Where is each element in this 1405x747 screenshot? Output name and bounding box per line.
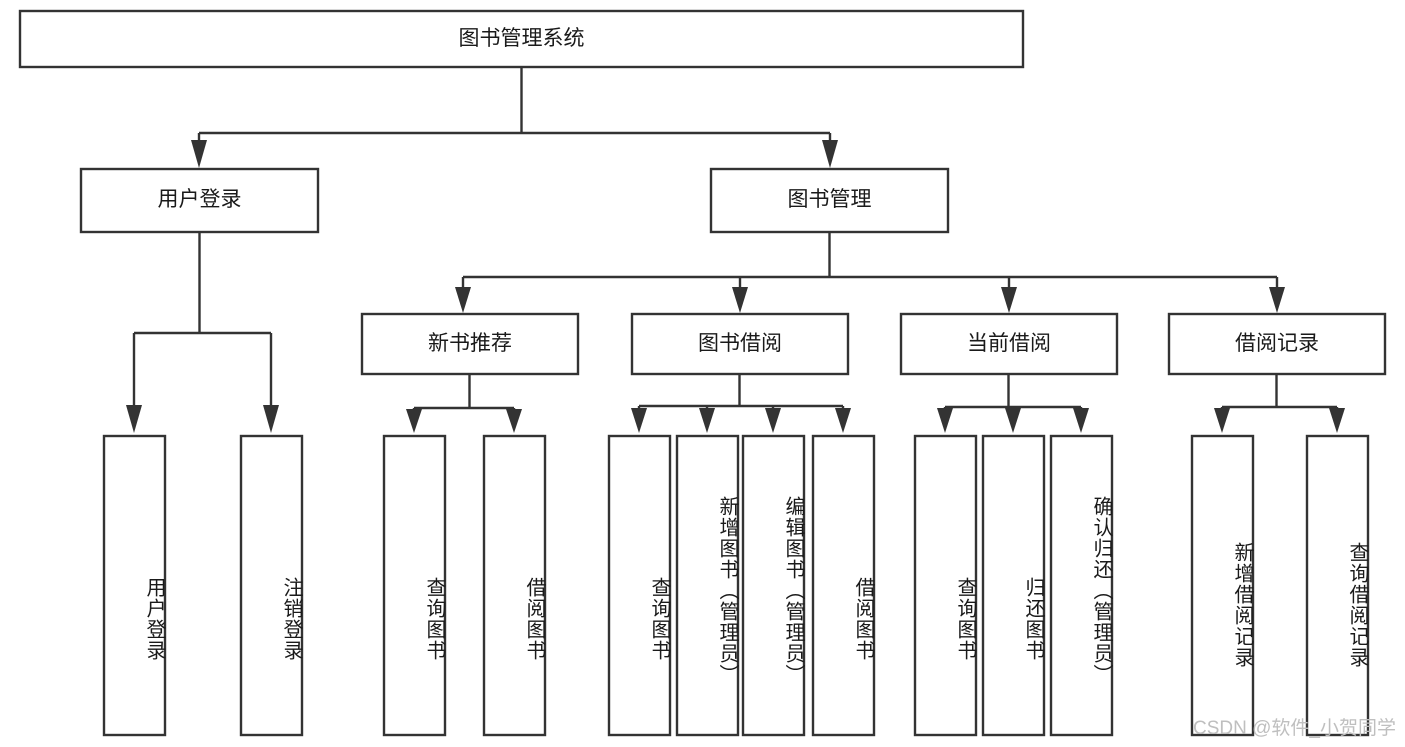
arrowhead-new-book-rec — [455, 287, 471, 313]
node-leaf-cur-return-box[interactable] — [981, 434, 1046, 737]
arrowhead-leaf-cur-return — [1005, 408, 1021, 433]
node-leaf-borrow-query-box[interactable] — [607, 434, 672, 737]
arrowhead-current-borrow — [1001, 287, 1017, 313]
node-book-mgmt-box[interactable] — [709, 167, 950, 234]
node-user-login-box[interactable] — [79, 167, 320, 234]
arrowhead-bookmgmt — [822, 140, 838, 168]
node-current-borrow-box[interactable] — [899, 312, 1119, 376]
arrowhead-leaf-cur-query — [937, 408, 953, 433]
node-leaf-cur-confirm-box[interactable] — [1049, 434, 1114, 737]
arrowhead-leaf-borrow-edit — [765, 408, 781, 433]
arrowhead-leaf-rec-query — [406, 409, 422, 433]
node-leaf-borrow-borrow-box[interactable] — [811, 434, 876, 737]
arrowhead-leaf-rec-add — [1214, 408, 1230, 433]
node-book-borrow-box[interactable] — [630, 312, 850, 376]
arrowhead-leaf-rec-search — [1329, 408, 1345, 433]
arrowhead-borrow-record — [1269, 287, 1285, 313]
arrowhead-leaf-rec-borrow — [506, 409, 522, 433]
node-leaf-rec-borrow-box[interactable] — [482, 434, 547, 737]
node-leaf-user-logout-box[interactable] — [239, 434, 304, 737]
arrowhead-leaf-borrow-query — [631, 408, 647, 433]
arrowhead-leaf-user-login — [126, 405, 142, 433]
node-borrow-record-box[interactable] — [1167, 312, 1387, 376]
node-leaf-rec-query-box[interactable] — [382, 434, 447, 737]
node-leaf-rec-add-box[interactable] — [1190, 434, 1255, 737]
arrowhead-leaf-borrow-add — [699, 408, 715, 433]
node-leaf-borrow-edit-box[interactable] — [741, 434, 806, 737]
arrowhead-book-borrow — [732, 287, 748, 313]
node-leaf-cur-query-box[interactable] — [913, 434, 978, 737]
node-leaf-user-login-box[interactable] — [102, 434, 167, 737]
node-leaf-borrow-add-box[interactable] — [675, 434, 740, 737]
node-new-book-rec-box[interactable] — [360, 312, 580, 376]
arrowhead-leaf-borrow-borrow — [835, 408, 851, 433]
arrowhead-leaf-cur-confirm — [1073, 408, 1089, 433]
node-leaf-rec-search-box[interactable] — [1305, 434, 1370, 737]
node-root-box[interactable] — [18, 9, 1025, 69]
arrowhead-leaf-user-logout — [263, 405, 279, 433]
arrowhead-userlogin — [191, 140, 207, 168]
